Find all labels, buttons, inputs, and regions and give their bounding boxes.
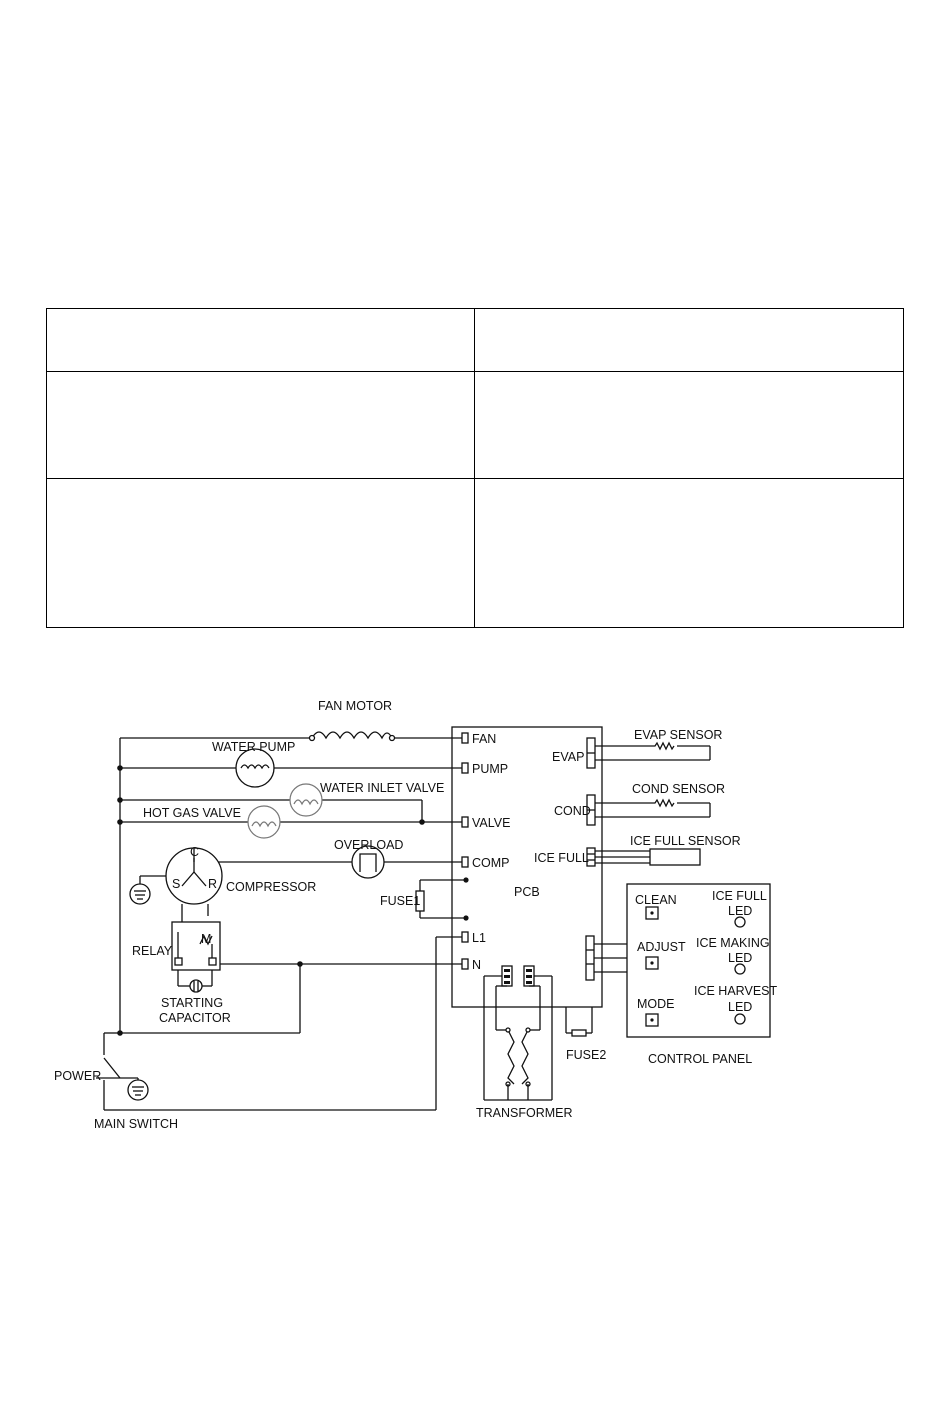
control-panel-box [626, 883, 771, 1038]
relay-label: RELAY [132, 944, 173, 958]
hot-gas-valve-label: HOT GAS VALVE [143, 806, 241, 820]
pcb-terminal-fan: FAN [472, 732, 496, 746]
transformer-label: TRANSFORMER [476, 1106, 573, 1120]
adjust-button[interactable] [645, 956, 659, 970]
water-pump-icon [235, 748, 275, 788]
adjust-button-label: ADJUST [637, 940, 686, 954]
water-inlet-valve-label: WATER INLET VALVE [320, 781, 444, 795]
compressor-r-label: R [208, 877, 217, 891]
clean-button[interactable] [645, 906, 659, 920]
hot-gas-valve-icon [247, 805, 281, 839]
fuse1-icon [415, 879, 466, 919]
pcb-board [451, 726, 603, 1008]
control-panel-label: CONTROL PANEL [648, 1052, 752, 1066]
table-row [46, 478, 904, 628]
pcb-label: PCB [514, 885, 540, 899]
pcb-terminal-pump: PUMP [472, 762, 508, 776]
mode-button-label: MODE [637, 997, 675, 1011]
relay-m-label: M [201, 932, 211, 946]
pcb-terminal-l1: L1 [472, 931, 486, 945]
compressor-label: COMPRESSOR [226, 880, 316, 894]
evap-sensor-icon [595, 741, 711, 761]
ice-full-sensor-icon [595, 848, 701, 866]
evap-sensor-label: EVAP SENSOR [634, 728, 722, 742]
compressor-c-label: C [190, 845, 199, 859]
evap-port-label: EVAP [552, 750, 584, 764]
pcb-terminal-valve: VALVE [472, 816, 510, 830]
ice-harvest-led-label-line2: LED [728, 1000, 752, 1014]
fan-motor-label: FAN MOTOR [318, 699, 392, 713]
cond-sensor-label: COND SENSOR [632, 782, 725, 796]
table-cell [474, 478, 904, 628]
ice-full-port-label: ICE FULL [534, 851, 589, 865]
table-cell [46, 478, 475, 628]
ice-full-led-label-line2: LED [728, 904, 752, 918]
compressor-s-label: S [172, 877, 180, 891]
ice-making-led-label-line1: ICE MAKING [696, 936, 770, 950]
ice-making-led-icon [734, 963, 746, 975]
fuse2-icon [565, 1007, 593, 1037]
cond-sensor-icon [595, 798, 711, 818]
ice-full-led-label-line1: ICE FULL [712, 889, 767, 903]
blank-table [46, 308, 904, 628]
ice-full-sensor-label: ICE FULL SENSOR [630, 834, 741, 848]
table-cell [46, 371, 475, 479]
clean-button-label: CLEAN [635, 893, 677, 907]
fuse2-label: FUSE2 [566, 1048, 606, 1062]
control-panel-wires [594, 943, 627, 973]
power-label: POWER [54, 1069, 101, 1083]
ground-icon [129, 875, 166, 905]
overload-icon [351, 845, 385, 879]
power-ground-icon [127, 1079, 149, 1101]
fuse1-label: FUSE1 [380, 894, 420, 908]
ice-harvest-led-label-line1: ICE HARVEST [694, 984, 777, 998]
main-switch-label: MAIN SWITCH [94, 1117, 178, 1131]
mode-button[interactable] [645, 1013, 659, 1027]
relay-icon [171, 921, 221, 971]
pcb-terminals [461, 732, 469, 970]
cond-port-label: COND [554, 804, 591, 818]
pcb-terminal-comp: COMP [472, 856, 510, 870]
pcb-terminal-n: N [472, 958, 481, 972]
wires [96, 737, 462, 1111]
ice-harvest-led-icon [734, 1013, 746, 1025]
starting-capacitor-label-line2: CAPACITOR [159, 1011, 231, 1025]
sensor-connectors [585, 737, 596, 981]
overload-label: OVERLOAD [334, 838, 403, 852]
water-inlet-valve-icon [289, 783, 323, 817]
starting-capacitor-label-line1: STARTING [161, 996, 223, 1010]
water-pump-label: WATER PUMP [212, 740, 295, 754]
table-cell [46, 308, 475, 372]
starting-capacitor-icon [177, 970, 213, 993]
ice-making-led-label-line2: LED [728, 951, 752, 965]
ice-full-led-icon [734, 916, 746, 928]
fan-motor-icon [308, 731, 396, 742]
transformer-icon [483, 965, 553, 1101]
